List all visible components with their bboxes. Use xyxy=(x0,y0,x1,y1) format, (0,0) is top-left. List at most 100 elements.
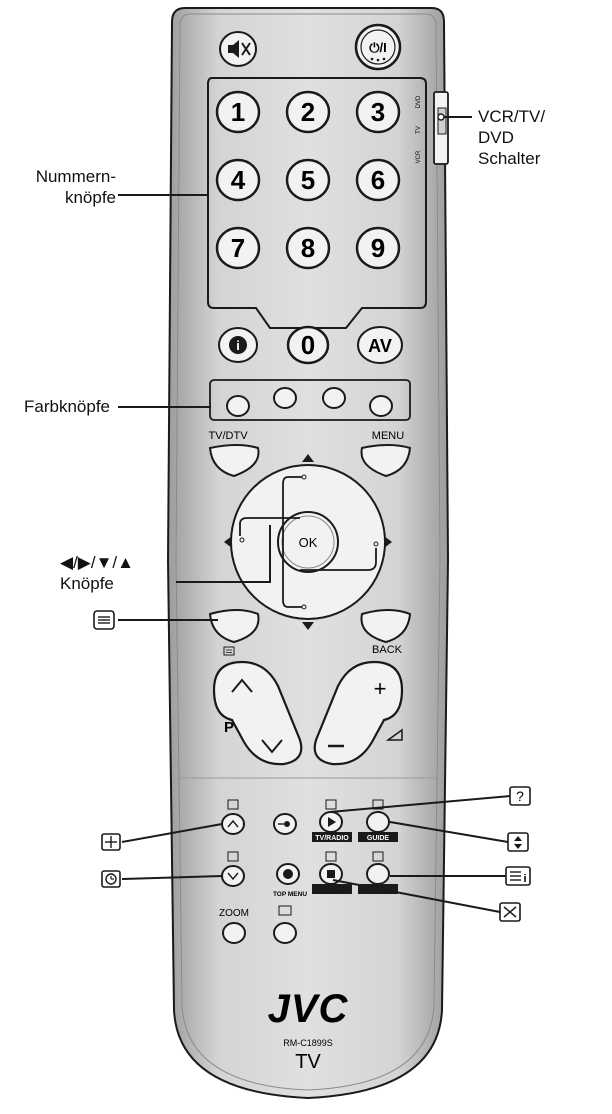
arrow-left-icon[interactable] xyxy=(224,536,232,548)
arrow-buttons-callout-line1: ◀/▶/▼/▲ xyxy=(60,553,134,572)
ok-button[interactable]: OK xyxy=(277,511,339,573)
svg-text:?: ? xyxy=(516,788,524,804)
channel-up-icon xyxy=(231,678,253,693)
number-button-label: 9 xyxy=(371,233,385,263)
power-button[interactable]: ⏻/I xyxy=(354,23,402,71)
hold-callout-icon xyxy=(101,870,121,888)
arrow-up-icon[interactable] xyxy=(302,454,314,462)
reveal-callout-icon xyxy=(507,832,529,852)
number-button-8[interactable]: 8 xyxy=(285,226,331,270)
model-number: RM-C1899S xyxy=(283,1038,333,1048)
hold-button[interactable] xyxy=(221,851,245,887)
av-label: AV xyxy=(368,336,392,356)
arrow-bracket-horizontal-right xyxy=(300,548,377,571)
text-button[interactable] xyxy=(208,609,260,644)
aspect-button[interactable] xyxy=(273,905,297,944)
vcr-switch-callout: VCR/TV/ DVD Schalter xyxy=(478,106,545,169)
number-buttons-callout: Nummern- knöpfe xyxy=(20,166,116,208)
top-menu-button[interactable]: TOP MENU xyxy=(273,863,307,898)
info-label: i xyxy=(236,338,240,353)
color-button-blue[interactable] xyxy=(369,395,393,417)
arrow-down-icon[interactable] xyxy=(302,622,314,630)
color-button-green[interactable] xyxy=(273,387,297,409)
number-keys: 1 2 3 4 5 6 7 8 9 0 xyxy=(215,90,401,365)
guide-label: GUIDE xyxy=(367,835,390,842)
arrow-right-icon[interactable] xyxy=(384,536,392,548)
color-button-red[interactable] xyxy=(226,395,250,417)
top-menu-label: TOP MENU xyxy=(273,891,307,898)
arrow-buttons-callout-line2: Knöpfe xyxy=(60,574,114,593)
p-label: P xyxy=(224,719,234,736)
number-button-6[interactable]: 6 xyxy=(355,158,401,202)
color-buttons-outline xyxy=(209,379,411,421)
return-button[interactable] xyxy=(273,813,297,835)
number-button-5[interactable]: 5 xyxy=(285,158,331,202)
vcr-switch-callout-line3: Schalter xyxy=(478,149,541,168)
number-button-label: 0 xyxy=(301,330,315,360)
menu-button[interactable] xyxy=(360,444,412,478)
number-button-label: 7 xyxy=(231,233,245,263)
arrow-bracket-horizontal xyxy=(239,517,300,536)
number-button-7[interactable]: 7 xyxy=(215,226,261,270)
back-label: BACK xyxy=(372,644,403,656)
text-small-icon xyxy=(223,646,235,656)
tv-dtv-button[interactable] xyxy=(208,444,260,478)
arrow-bracket-vertical xyxy=(282,476,302,608)
color-buttons-callout: Farbknöpfe xyxy=(24,397,110,416)
av-button[interactable]: AV xyxy=(357,326,403,364)
mute-button[interactable] xyxy=(219,31,257,67)
tv-dtv-label: TV/DTV xyxy=(208,430,248,442)
leader-lines xyxy=(118,116,511,913)
color-button-yellow[interactable] xyxy=(322,387,346,409)
menu-label: MENU xyxy=(372,430,404,442)
number-button-4[interactable]: 4 xyxy=(215,158,261,202)
power-label: ⏻/I xyxy=(369,40,387,55)
vcr-tv-dvd-switch[interactable]: DVD TV VCR xyxy=(416,91,449,165)
number-button-label: 6 xyxy=(371,165,385,195)
cancel-button[interactable] xyxy=(312,851,352,894)
vcr-switch-callout-line2: DVD xyxy=(478,128,514,147)
number-button-label: 8 xyxy=(301,233,315,263)
back-button[interactable] xyxy=(360,609,412,644)
brand-logo: JVC xyxy=(268,987,349,1031)
help-callout-icon: ? xyxy=(509,786,531,806)
info-icon xyxy=(229,336,247,354)
number-buttons-callout-line2: knöpfe xyxy=(64,188,116,207)
number-buttons-callout-line1: Nummern- xyxy=(35,167,116,186)
switch-label-vcr: VCR xyxy=(416,150,422,163)
index-callout-icon: i xyxy=(505,866,531,886)
number-button-2[interactable]: 2 xyxy=(285,90,331,134)
zoom-label: ZOOM xyxy=(219,908,249,919)
switch-label-tv: TV xyxy=(416,126,422,134)
arrow-buttons-callout: ◀/▶/▼/▲ Knöpfe xyxy=(60,552,134,594)
svg-text:i: i xyxy=(523,873,526,885)
volume-rocker[interactable]: + xyxy=(313,660,404,766)
volume-ramp-icon xyxy=(385,728,403,741)
number-button-label: 3 xyxy=(371,97,385,127)
channel-rocker[interactable]: P xyxy=(212,660,303,766)
subpage-callout-icon xyxy=(101,833,121,851)
number-pad-outline xyxy=(207,77,427,329)
channel-down-icon xyxy=(261,739,283,754)
info-button[interactable]: i xyxy=(218,327,258,363)
vcr-switch-callout-line1: VCR/TV/ xyxy=(478,107,546,126)
ok-label: OK xyxy=(299,535,318,550)
number-button-label: 2 xyxy=(301,97,315,127)
volume-up-icon: + xyxy=(374,676,387,701)
switch-label-dvd: DVD xyxy=(416,95,422,108)
number-button-label: 1 xyxy=(231,97,245,127)
number-button-3[interactable]: 3 xyxy=(355,90,401,134)
guide-button[interactable]: GUIDE xyxy=(358,799,398,842)
number-button-9[interactable]: 9 xyxy=(355,226,401,270)
zoom-button[interactable] xyxy=(222,922,246,944)
number-button-1[interactable]: 1 xyxy=(215,90,261,134)
switch-pointer-dot xyxy=(437,113,445,121)
number-button-label: 5 xyxy=(301,165,315,195)
remote-type: TV xyxy=(295,1051,321,1073)
tv-radio-label: TV/RADIO xyxy=(315,835,349,842)
remote-inner-edge xyxy=(175,13,441,1091)
mute-icon xyxy=(228,40,251,58)
number-button-0[interactable]: 0 xyxy=(286,325,330,365)
